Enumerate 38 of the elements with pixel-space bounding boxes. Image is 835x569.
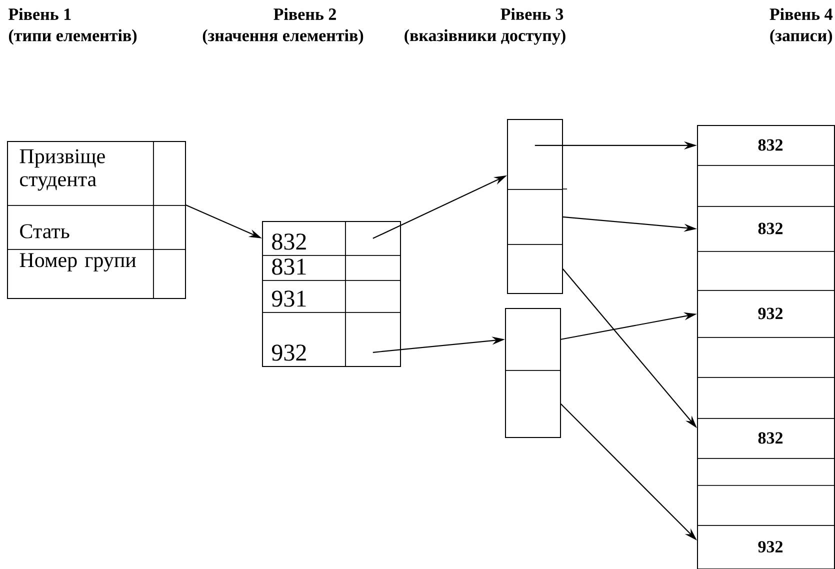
record-row: [697, 165, 835, 207]
pointer-cell: [505, 308, 561, 371]
level-heading: (значення елементів): [202, 29, 364, 45]
pointer-cell: [153, 249, 186, 299]
pointer-cell: [507, 189, 563, 245]
table-cell: Номер групи: [7, 249, 154, 299]
record-row: [697, 377, 835, 419]
record-row: [697, 337, 835, 378]
pointer-cell: [345, 221, 401, 256]
pointer-cell: [507, 119, 563, 190]
level-heading: Рівень 1: [8, 8, 71, 20]
pointer-cell: [345, 255, 401, 281]
pointer-cell: [153, 205, 186, 250]
record-row: [697, 458, 835, 486]
pointer-cell: [345, 312, 401, 367]
level-heading: (записи): [770, 29, 832, 45]
record-row: 932: [697, 525, 835, 569]
table-cell: Призвіще студента: [7, 141, 154, 206]
level-heading: (типи елементів): [8, 29, 137, 45]
level-heading: Рівень 4: [770, 8, 832, 20]
record-row: [697, 251, 835, 291]
pointer-cell: [507, 244, 563, 294]
level-heading: Рівень 3: [500, 8, 564, 20]
record-row: 932: [697, 290, 835, 338]
table-cell: Стать: [7, 205, 154, 250]
pointer-cell: [153, 141, 186, 206]
record-row: 832: [697, 125, 835, 166]
level-heading: (вказівники доступу): [404, 29, 566, 45]
pointer-cell: [505, 370, 561, 438]
record-row: [697, 485, 835, 526]
value-cell: 832: [262, 221, 346, 256]
value-cell: 932: [262, 312, 346, 367]
value-cell: 931: [262, 280, 346, 313]
level-heading: Рівень 2: [274, 8, 336, 20]
record-row: 832: [697, 418, 835, 459]
record-row: 832: [697, 206, 835, 252]
value-cell: 831: [262, 255, 346, 281]
pointer-cell: [345, 280, 401, 313]
